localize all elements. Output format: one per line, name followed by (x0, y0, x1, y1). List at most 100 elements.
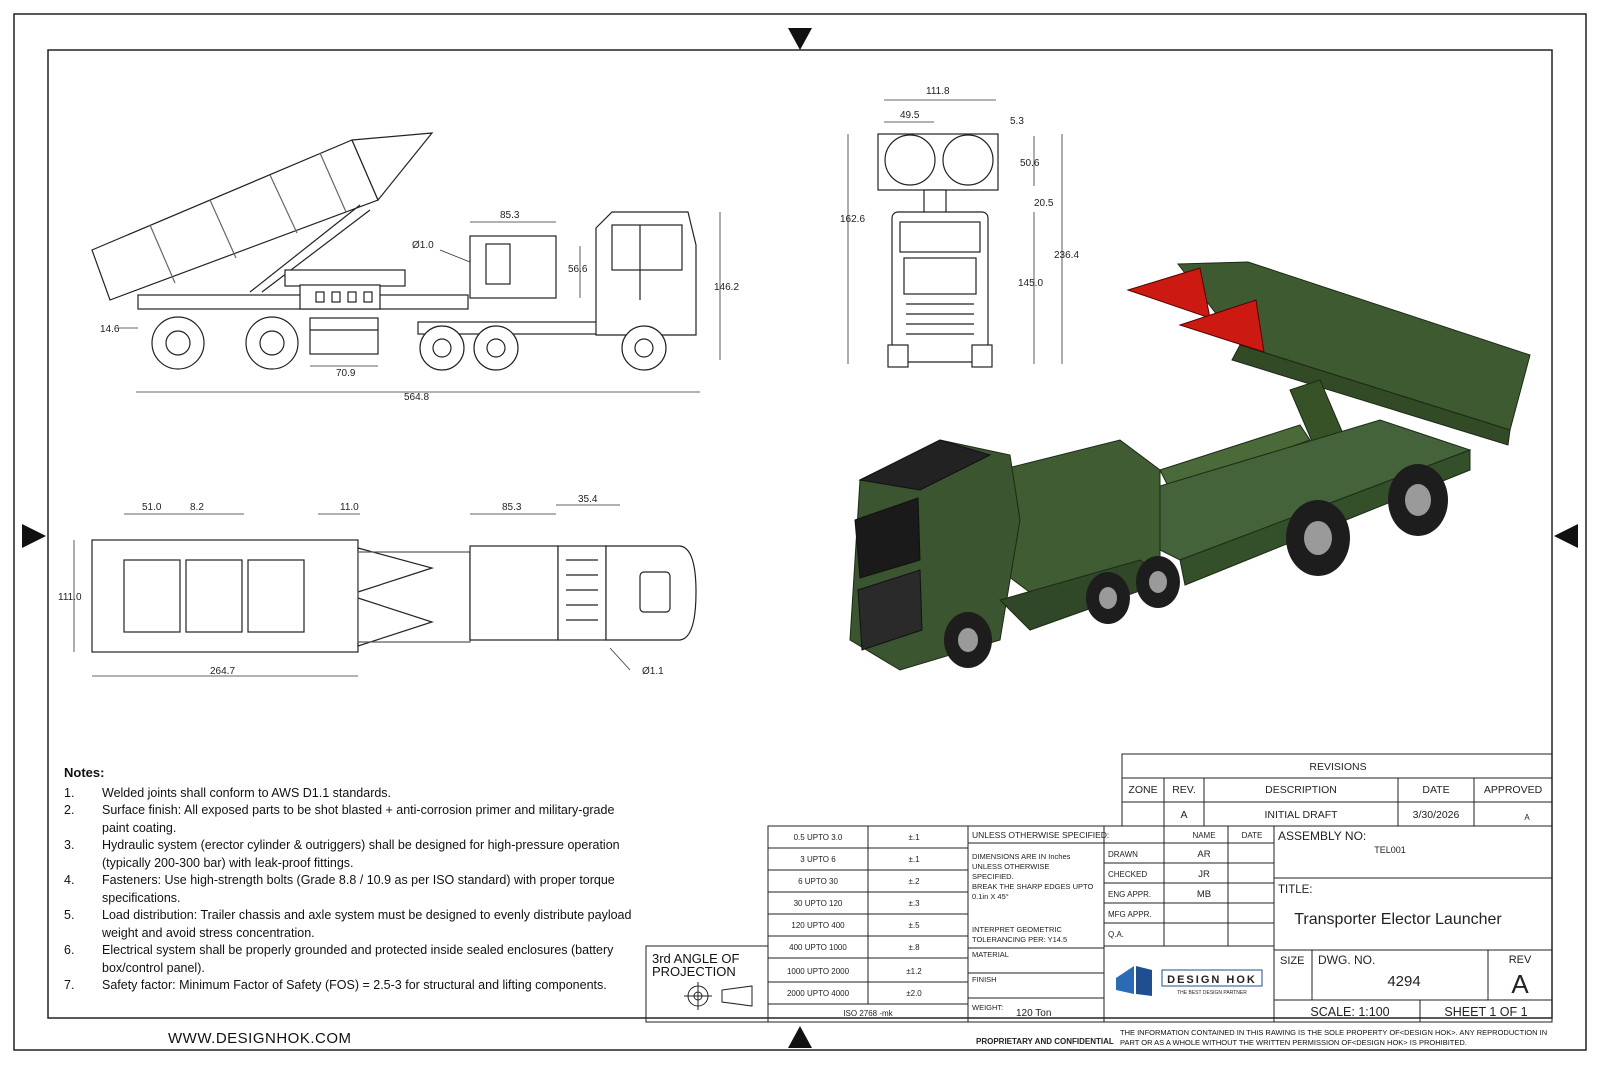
front-view-dimensions (847, 99, 1063, 364)
tol-value-2: ±.1 (908, 855, 920, 864)
spec-header: UNLESS OTHERWISE SPECIFIED: (972, 830, 1109, 840)
title-label: TITLE: (1278, 884, 1313, 896)
note-number: 3. (64, 838, 75, 852)
rev-label: REV (1509, 954, 1532, 966)
tol-range-1: 0.5 UPTO 3.0 (794, 833, 843, 842)
top-view-dimensions (73, 504, 631, 677)
note-text: Load distribution: Trailer chassis and a… (102, 908, 632, 940)
weight-value: 120 Ton (1016, 1008, 1051, 1019)
note-text: Welded joints shall conform to AWS D1.1 … (102, 785, 392, 800)
dim-top-35: 35.4 (578, 494, 598, 505)
logo-tagline: THE BEST DESIGN PARTNER (1177, 990, 1247, 996)
notes-heading: Notes: (64, 765, 105, 780)
dim-top-11: 11.0 (340, 502, 359, 513)
tol-value-4: ±.3 (908, 899, 920, 908)
dim-top-box: 85.3 (502, 502, 522, 513)
note-item: 1.Welded joints shall conform to AWS D1.… (64, 785, 644, 803)
dwg-label: DWG. NO. (1318, 953, 1375, 967)
note-item: 6.Electrical system shall be properly gr… (64, 942, 644, 977)
size-label: SIZE (1280, 955, 1304, 967)
spec-unless: UNLESS OTHERWISE (972, 862, 1049, 871)
rev-row-approved: A (1524, 813, 1530, 822)
dim-side-box-height: 56.6 (568, 264, 588, 275)
logo-box (1161, 969, 1263, 987)
projection-label: 3rd ANGLE OF PROJECTION (652, 951, 740, 979)
dim-side-length: 564.8 (404, 392, 429, 403)
material-label: MATERIAL (972, 950, 1009, 959)
dim-side-wheel: 70.9 (336, 368, 356, 379)
rev-row-description: INITIAL DRAFT (1264, 809, 1338, 821)
title-block-grid (645, 753, 1553, 1023)
revisions-header: REVISIONS (1309, 761, 1366, 773)
note-text: Safety factor: Minimum Factor of Safety … (102, 978, 607, 992)
approvals-col-date: DATE (1242, 831, 1263, 840)
legal-notice: THE INFORMATION CONTAINED IN THIS RAWING… (1120, 1028, 1548, 1047)
dwg-no: 4294 (1387, 973, 1420, 990)
spec-interpret: INTERPRET GEOMETRIC (972, 925, 1062, 934)
approval-role-checked: CHECKED (1108, 870, 1147, 879)
note-item: 2.Surface finish: All exposed parts to b… (64, 802, 644, 837)
sheet-value: SHEET 1 OF 1 (1444, 1005, 1527, 1019)
dim-top-hole: Ø1.1 (642, 666, 664, 677)
tol-range-5: 120 UPTO 400 (791, 921, 845, 930)
tol-range-3: 6 UPTO 30 (798, 877, 838, 886)
tol-value-5: ±.5 (908, 921, 920, 930)
center-mark-bottom-icon (788, 1026, 812, 1048)
approval-name-eng: MB (1197, 889, 1211, 900)
note-number: 2. (64, 803, 75, 817)
website-label: WWW.DESIGNHOK.COM (168, 1030, 352, 1047)
tol-range-4: 30 UPTO 120 (794, 899, 843, 908)
note-number: 5. (64, 908, 75, 922)
drawing-title: Transporter Elector Launcher (1294, 911, 1502, 928)
note-item: 7.Safety factor: Minimum Factor of Safet… (64, 977, 644, 995)
dim-front-20: 20.5 (1034, 198, 1054, 209)
rev-col-rev: REV. (1172, 784, 1196, 796)
notes-block: Notes: 1.Welded joints shall conform to … (64, 764, 644, 995)
dim-side-height: 146.2 (714, 282, 739, 293)
dim-side-box-width: 85.3 (500, 210, 520, 221)
outer-frame (13, 13, 1587, 1051)
dim-side-hole: Ø1.0 (412, 240, 434, 251)
tol-range-8: 2000 UPTO 4000 (787, 989, 850, 998)
tol-value-3: ±.2 (908, 877, 920, 886)
spec-break2: 0.1in X 45° (972, 892, 1009, 901)
note-text: Electrical system shall be properly grou… (102, 943, 614, 975)
dim-top-264: 264.7 (210, 666, 235, 677)
approval-role-drawn: DRAWN (1108, 850, 1138, 859)
dim-front-162: 162.6 (840, 214, 865, 225)
note-text: Fasteners: Use high-strength bolts (Grad… (102, 873, 615, 905)
tol-value-1: ±.1 (908, 833, 920, 842)
note-item: 5. Load distribution: Trailer chassis and… (64, 907, 644, 942)
rev-col-description: DESCRIPTION (1265, 784, 1337, 796)
tol-range-6: 400 UPTO 1000 (789, 943, 847, 952)
top-view (91, 539, 697, 653)
dim-front-145: 145.0 (1018, 278, 1043, 289)
center-mark-right-icon (1554, 524, 1578, 548)
tol-range-2: 3 UPTO 6 (800, 855, 836, 864)
rev-col-zone: ZONE (1128, 784, 1157, 796)
iso-note: ISO 2768 -mk (843, 1009, 893, 1018)
dim-top-width: 111.0 (58, 592, 82, 603)
proprietary-label: PROPRIETARY AND CONFIDENTIAL (976, 1037, 1114, 1046)
center-mark-left-icon (22, 524, 46, 548)
rev-value: A (1511, 969, 1529, 999)
spec-specified: SPECIFIED. (972, 872, 1014, 881)
dim-front-gap: 5.3 (1010, 116, 1024, 127)
front-view (877, 133, 999, 368)
dim-front-width: 111.8 (926, 86, 950, 97)
spec-break: BREAK THE SHARP EDGES UPTO (972, 882, 1093, 891)
dim-top-51: 51.0 (142, 502, 162, 513)
approval-role-eng: ENG APPR. (1108, 890, 1151, 899)
spec-tolerancing: TOLERANCING PER: Y14.5 (972, 935, 1067, 944)
spec-dims: DIMENSIONS ARE IN Inches (972, 852, 1071, 861)
tol-value-6: ±.8 (908, 943, 920, 952)
note-text: Hydraulic system (erector cylinder & out… (102, 838, 620, 870)
side-view-dimensions (118, 212, 721, 393)
approval-role-mfg: MFG APPR. (1108, 910, 1152, 919)
dim-front-pod-height: 50.6 (1020, 158, 1040, 169)
rev-row-date: 3/30/2026 (1413, 809, 1460, 821)
dim-front-pod: 49.5 (900, 110, 920, 121)
dim-side-ground: 14.6 (100, 324, 120, 335)
tol-range-7: 1000 UPTO 2000 (787, 967, 850, 976)
